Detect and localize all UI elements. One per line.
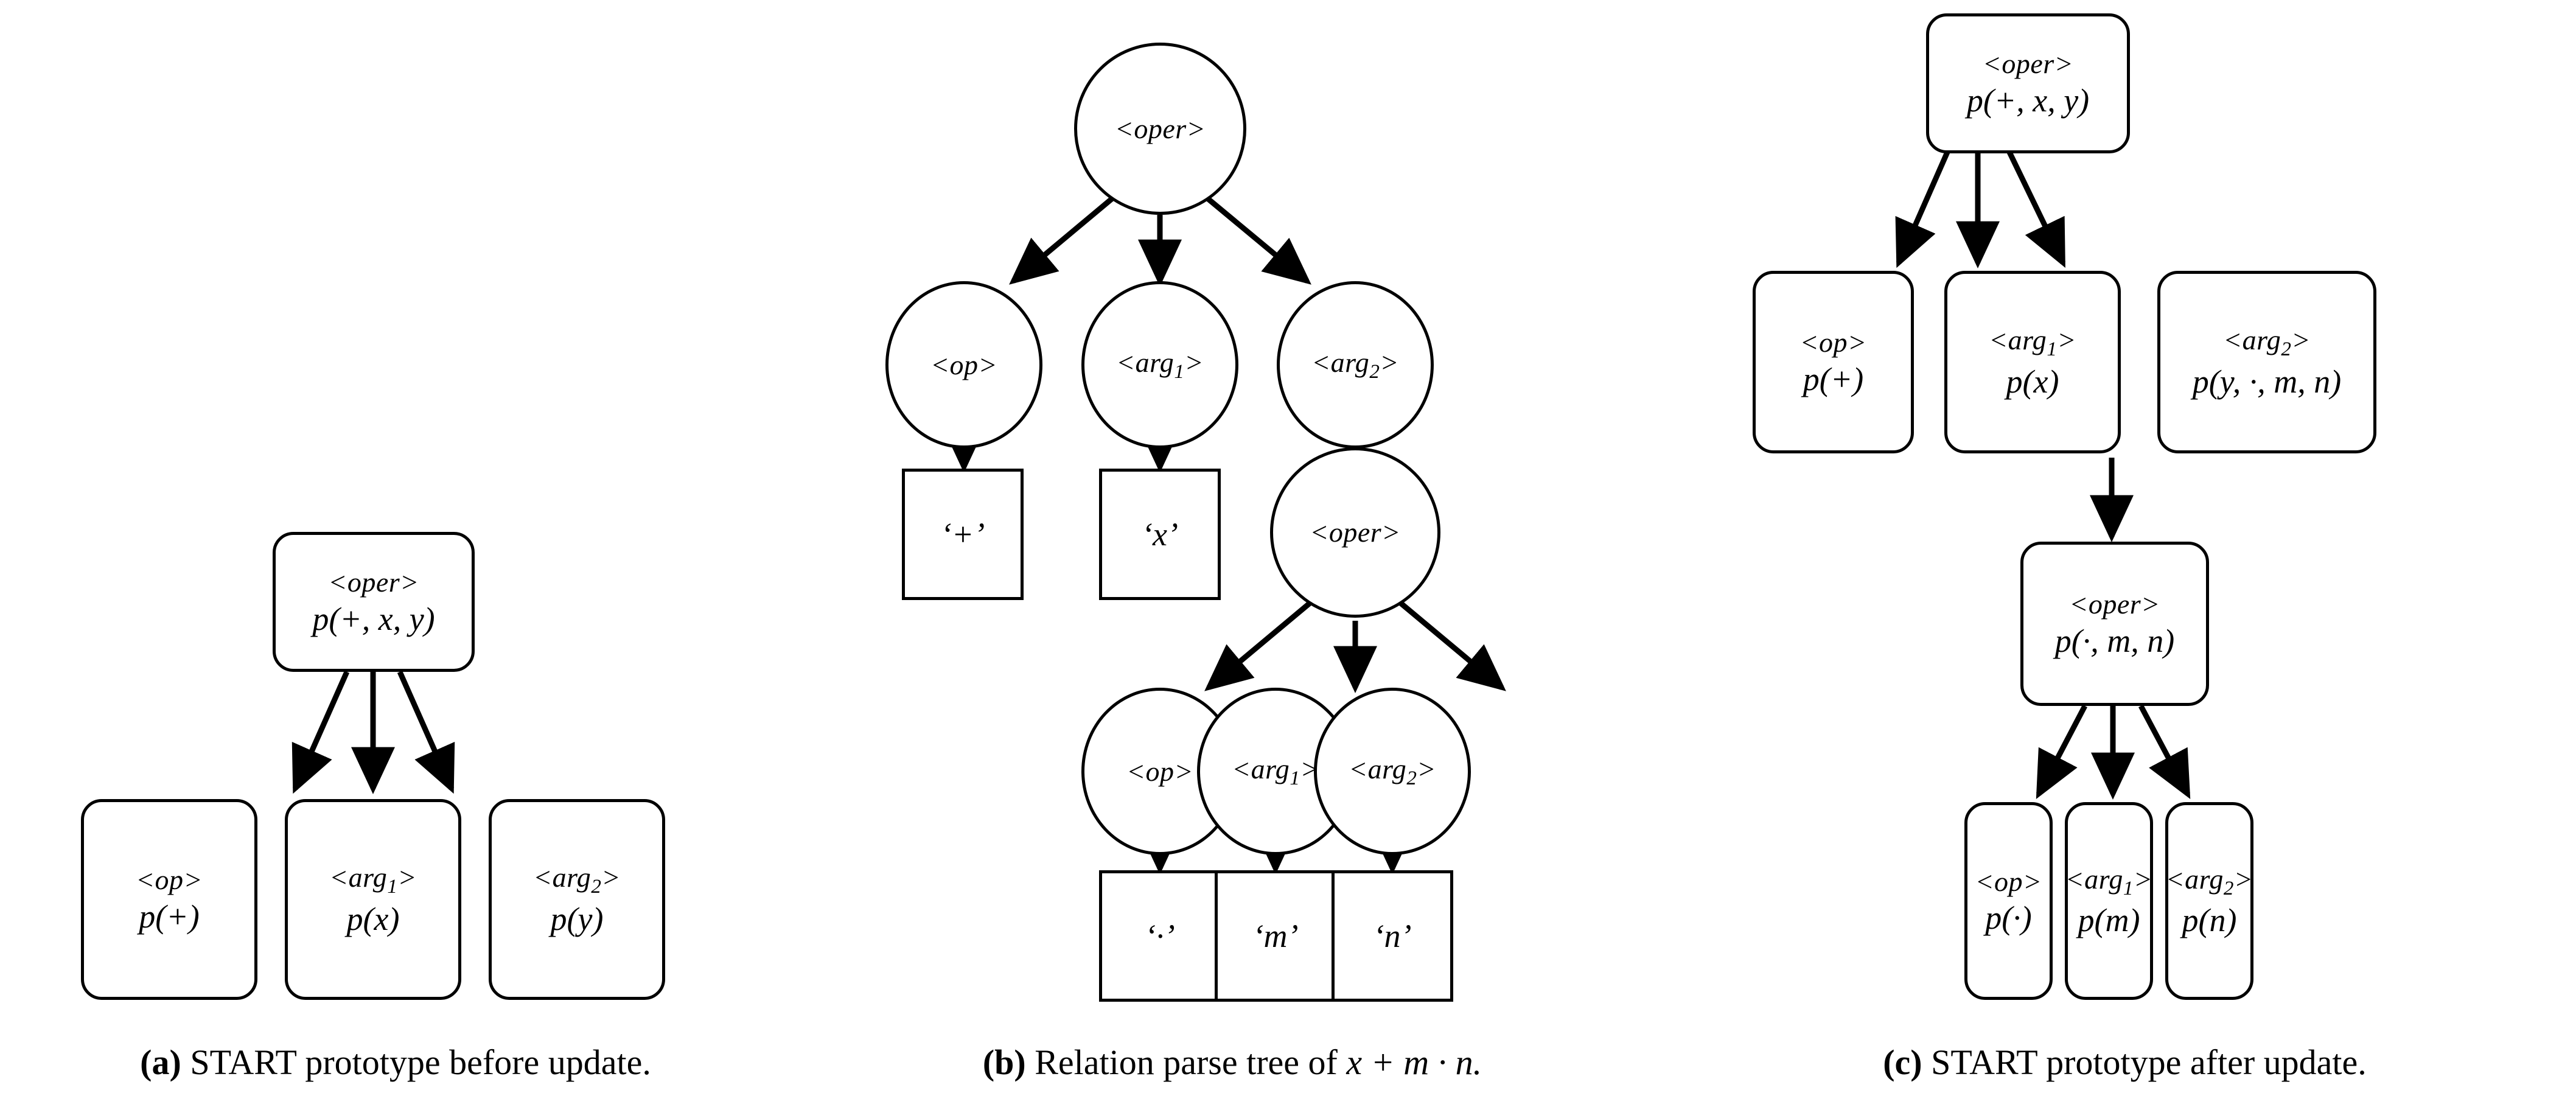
node-tag: <op> [1799,327,1867,358]
node-value: p(m) [2078,902,2140,939]
node-tag: <arg1> [329,862,417,898]
node-value: p(y, ·, m, n) [2192,363,2342,400]
leaf-token: ‘m’ [1252,917,1299,954]
edge-oper2-op2 [2036,704,2087,799]
caption-a-text: START prototype before update. [190,1042,651,1082]
panel-c: <oper> p(+, x, y) <op> p(+) <arg1> p(x) … [1674,0,2576,1107]
panel-a: <oper> p(+, x, y) <op> p(+) <arg1> p(x) … [0,0,791,1107]
node-value: p(x) [346,900,400,937]
caption-c-label: (c) [1883,1042,1932,1082]
caption-b-label: (b) [982,1042,1035,1082]
caption-a-label: (a) [140,1042,190,1082]
node-value: p(x) [2006,363,2059,400]
node-tag: <op> [1126,755,1194,787]
node-value: p(+) [139,898,200,935]
node-c-arg1[interactable]: <arg1> p(x) [1944,271,2121,453]
leaf-token: ‘x’ [1142,515,1178,553]
node-tag-subscript: 2 [591,875,602,898]
node-a-arg2[interactable]: <arg2> p(y) [489,799,665,1000]
node-value: p(·, m, n) [2054,622,2175,659]
caption-c-text: START prototype after update. [1931,1042,2367,1082]
caption-b: (b) Relation parse tree of x + m · n. [791,1042,1674,1083]
node-tag: <oper> [328,567,419,598]
node-tag-subscript: 2 [1369,360,1380,383]
edge-oper2-arg2b [2138,704,2191,799]
node-tag-subscript: 1 [1174,360,1185,383]
leaf-token: ‘+’ [940,515,985,553]
node-value: p(·) [1985,899,2032,937]
node-tag-subscript: 1 [2047,337,2058,360]
node-tag: <arg2> [533,862,621,898]
node-tag-subscript: 1 [2123,876,2134,899]
node-tag: <oper> [1114,113,1206,144]
node-b-leaf-n[interactable]: ‘n’ [1332,870,1453,1002]
node-value: p(+) [1803,360,1864,397]
node-value: p(+, x, y) [312,600,435,637]
node-b-arg2b[interactable]: <arg2> [1314,688,1471,855]
node-tag-subscript: 1 [1290,766,1300,789]
node-c-op[interactable]: <op> p(+) [1753,271,1914,453]
node-b-arg2a[interactable]: <arg2> [1277,281,1434,449]
leaf-token: ‘·’ [1145,917,1175,954]
edge-oper2-op2 [1204,599,1314,691]
node-tag: <oper> [2069,588,2160,620]
node-value: p(n) [2182,902,2237,939]
edge-root-arg2a [1201,192,1311,285]
caption-c: (c) START prototype after update. [1674,1042,2576,1083]
node-value: p(+, x, y) [1966,82,2090,119]
node-c-arg2[interactable]: <arg2> p(y, ·, m, n) [2157,271,2376,453]
node-value: p(y) [550,900,604,937]
node-tag: <arg2> [1311,346,1399,383]
node-tag: <op> [135,864,203,895]
node-tag: <arg1> [2065,863,2153,899]
node-tag: <arg2> [2223,324,2311,360]
node-b-oper2[interactable]: <oper> [1270,447,1440,618]
node-a-op[interactable]: <op> p(+) [81,799,257,1000]
caption-b-math: x + m · n. [1346,1042,1482,1082]
leaf-token: ‘n’ [1373,917,1412,954]
node-b-leaf-m[interactable]: ‘m’ [1215,870,1336,1002]
edge-root-op [291,671,350,794]
node-tag: <arg1> [1232,753,1319,789]
node-tag: <arg2> [1349,753,1436,789]
node-b-root[interactable]: <oper> [1074,43,1246,215]
node-tag: <op> [930,349,998,380]
node-tag-subscript: 2 [1406,766,1417,789]
node-a-root[interactable]: <oper> p(+, x, y) [273,532,475,672]
node-c-arg2b[interactable]: <arg2> p(n) [2165,802,2253,1000]
node-c-root[interactable]: <oper> p(+, x, y) [1926,13,2130,153]
node-tag: <oper> [1310,517,1401,548]
node-b-op1[interactable]: <op> [885,281,1042,449]
node-b-arg1a[interactable]: <arg1> [1081,281,1238,449]
node-tag: <arg2> [2165,863,2253,899]
edge-root-op [1895,151,1950,268]
node-tag-subscript: 2 [2281,337,2292,360]
node-tag-subscript: 1 [387,875,398,898]
caption-a: (a) START prototype before update. [0,1042,791,1083]
node-b-leaf-x[interactable]: ‘x’ [1099,469,1221,600]
node-tag: <oper> [1982,48,2074,79]
node-c-op2[interactable]: <op> p(·) [1964,802,2053,1000]
edge-root-arg2 [397,671,455,794]
node-c-arg1b[interactable]: <arg1> p(m) [2065,802,2153,1000]
edge-root-arg2 [2006,151,2066,268]
panel-a-edges [291,671,455,795]
node-tag: <op> [1975,865,2042,897]
node-tag: <arg1> [1989,324,2076,360]
node-c-oper2[interactable]: <oper> p(·, m, n) [2020,542,2209,706]
edge-oper2-arg2b [1397,599,1506,691]
panel-b: <oper> <op> <arg1> <arg2> ‘+’ ‘x’ <oper>… [791,0,1674,1107]
panel-c-edges [1895,151,2191,800]
node-tag: <arg1> [1116,346,1204,383]
node-b-leaf-plus[interactable]: ‘+’ [902,469,1024,600]
caption-b-text: Relation parse tree of [1035,1042,1347,1082]
node-b-leaf-dot[interactable]: ‘·’ [1099,870,1221,1002]
edge-root-op1 [1009,192,1119,285]
node-a-arg1[interactable]: <arg1> p(x) [285,799,461,1000]
node-tag-subscript: 2 [2223,876,2234,899]
